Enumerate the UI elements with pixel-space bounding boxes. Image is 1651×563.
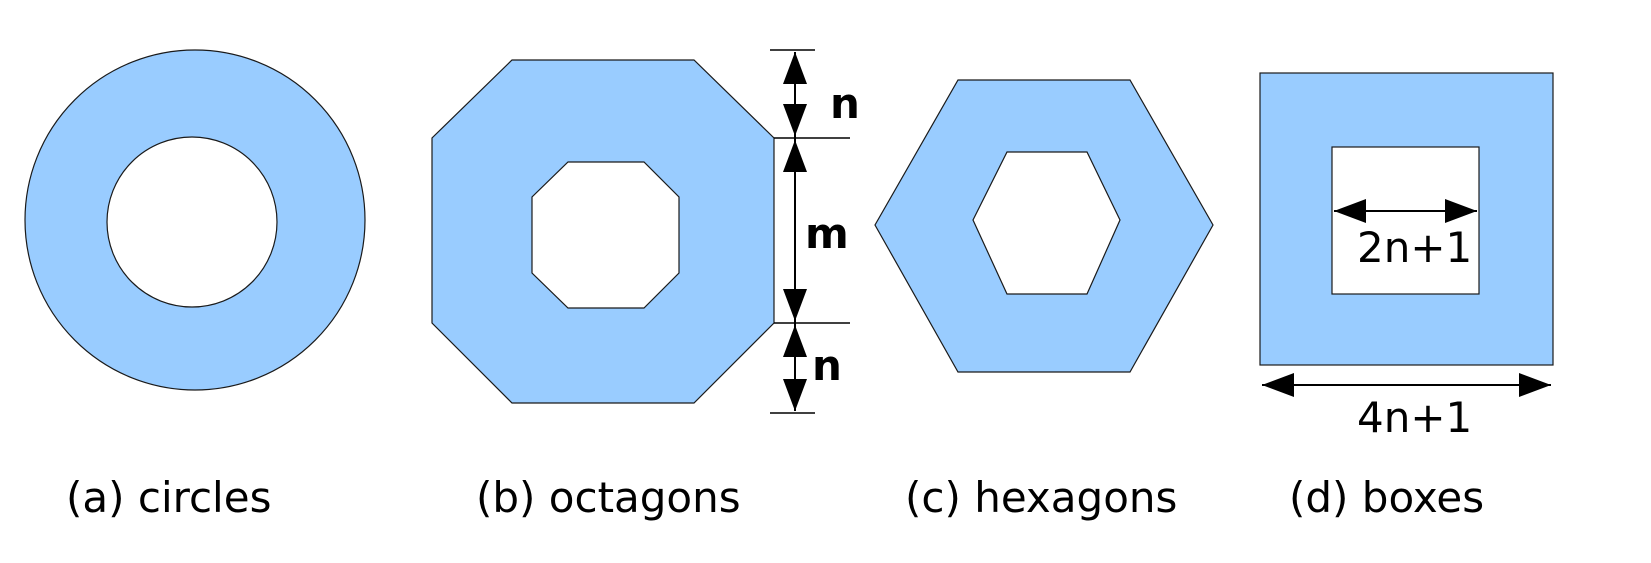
octagon-top-gap-label: n: [830, 79, 860, 128]
caption-hexagons: (c) hexagons: [905, 473, 1177, 522]
box-panel: 2n+1 4n+1: [1259, 72, 1554, 442]
arrow-up-icon: [783, 325, 807, 357]
octagon-inner-label: m: [805, 209, 849, 258]
box-inner-width-label: 2n+1: [1357, 223, 1472, 272]
octagon-ring: [431, 59, 775, 404]
arrow-right-icon: [1519, 373, 1551, 397]
arrow-left-icon: [1334, 199, 1366, 223]
arrow-up-icon: [783, 52, 807, 84]
arrow-down-icon: [783, 104, 807, 136]
box-outer-width-label: 4n+1: [1357, 393, 1472, 442]
arrow-right-icon: [1445, 199, 1477, 223]
octagon-panel: n m n: [431, 49, 860, 414]
octagon-bottom-gap-label: n: [812, 341, 842, 390]
box-inner: [1331, 146, 1480, 295]
caption-octagons: (b) octagons: [476, 473, 741, 522]
arrow-down-icon: [783, 379, 807, 411]
circle-panel: [24, 49, 366, 391]
hexagon-ring: [874, 79, 1214, 373]
hexagon-panel: [874, 79, 1214, 373]
caption-circles: (a) circles: [66, 473, 271, 522]
arrow-left-icon: [1262, 373, 1294, 397]
arrow-down-icon: [783, 289, 807, 321]
arrow-up-icon: [783, 140, 807, 172]
caption-boxes: (d) boxes: [1289, 473, 1484, 522]
circle-ring: [24, 49, 366, 391]
